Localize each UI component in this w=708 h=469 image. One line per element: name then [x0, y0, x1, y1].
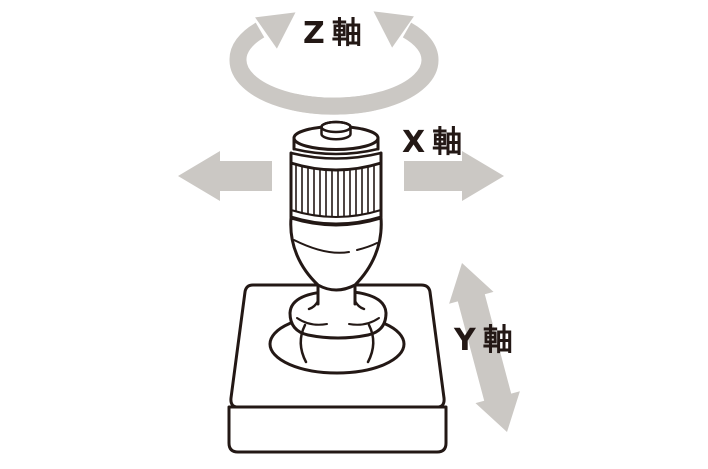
z-rotation-right-arrowhead: [373, 11, 414, 48]
grip-outline: [289, 216, 383, 292]
knurl-bottom-line: [290, 209, 382, 218]
z-rotation-right-band: [292, 22, 439, 115]
knob-step-ring: [289, 151, 383, 165]
grip-contour-line-left: [293, 239, 350, 254]
stem-flare-right: [353, 299, 366, 311]
y-axis-label: Y軸: [453, 323, 520, 358]
dome-rim-line-left: [296, 317, 328, 326]
joystick-dome: [288, 289, 388, 340]
x-axis-left-arrow-icon: [178, 151, 272, 201]
grip-contour-line-right: [356, 242, 378, 251]
base-front-face: [227, 405, 448, 454]
boot-fold-left: [299, 323, 308, 364]
stem-flare-left: [307, 299, 320, 311]
joystick-illustration: [227, 120, 448, 454]
y-axis-double-arrow-icon: [449, 263, 520, 432]
boot-fold-right: [366, 323, 375, 364]
joystick-top-button: [320, 120, 352, 141]
knurl-texture-ribs: [295, 164, 375, 217]
cap-bottom-line: [292, 147, 380, 156]
z-axis-label: Z軸: [303, 16, 369, 51]
x-axis-arrows-icon: [178, 151, 504, 201]
joystick-knob: [289, 161, 383, 226]
ring-top-line: [289, 151, 383, 160]
button-top: [320, 120, 352, 134]
z-rotation-arrow-icon: [229, 11, 439, 115]
dome-rim-line-right: [348, 317, 380, 326]
x-axis-label: X軸: [402, 125, 469, 160]
x-axis-right-arrow-icon: [404, 151, 504, 201]
joystick-grip-body: [289, 216, 383, 292]
z-rotation-left-arrowhead: [255, 12, 296, 49]
